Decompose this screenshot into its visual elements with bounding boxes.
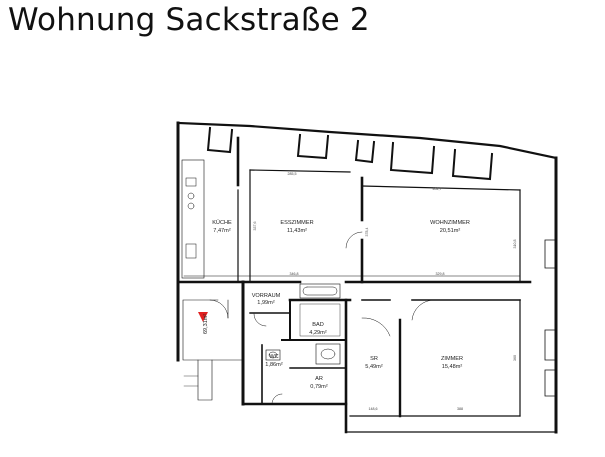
dimension-label: 337,6 bbox=[253, 222, 257, 231]
room-area-bad: 4,29m² bbox=[309, 330, 327, 336]
room-area-vorraum: 1,99m² bbox=[257, 300, 275, 306]
room-area-zimmer: 15,48m² bbox=[442, 364, 463, 370]
room-area-sr: 5,49m² bbox=[365, 364, 383, 370]
total-area-label: 69,31m² bbox=[203, 314, 209, 334]
room-area-kueche: 7,47m² bbox=[213, 228, 231, 234]
dimension-label: 329,8 bbox=[436, 272, 445, 276]
room-name-vorraum: VORRAUM bbox=[252, 293, 281, 299]
room-area-esszimmer: 11,43m² bbox=[287, 228, 307, 234]
dimension-label: 148,6 bbox=[369, 407, 378, 411]
room-name-bad: BAD bbox=[312, 322, 324, 328]
dimension-label: 310,8 bbox=[513, 240, 517, 249]
dimension-label: 346,8 bbox=[290, 272, 299, 276]
dimension-label: 388 bbox=[457, 407, 463, 411]
room-name-wohnzimmer: WOHNZIMMER bbox=[430, 220, 470, 226]
room-name-sr: SR bbox=[370, 356, 378, 362]
room-name-zimmer: ZIMMER bbox=[441, 356, 463, 362]
room-name-wc: WC bbox=[269, 354, 278, 360]
entrance-marker bbox=[198, 312, 208, 322]
room-name-esszimmer: ESSZIMMER bbox=[280, 220, 313, 226]
room-name-kueche: KÜCHE bbox=[212, 219, 232, 226]
dimension-label: 360 bbox=[513, 355, 517, 361]
room-area-wc: 1,86m² bbox=[265, 362, 283, 368]
room-area-wohnzimmer: 20,51m² bbox=[440, 228, 461, 234]
room-area-ar: 0,79m² bbox=[310, 384, 328, 390]
room-name-ar: AR bbox=[315, 376, 323, 382]
dimension-label: 378,4 bbox=[365, 228, 369, 237]
dimension-label: 402,7 bbox=[433, 187, 442, 191]
page-title: Wohnung Sackstraße 2 bbox=[8, 2, 370, 38]
dimension-label: 285,5 bbox=[288, 172, 297, 176]
